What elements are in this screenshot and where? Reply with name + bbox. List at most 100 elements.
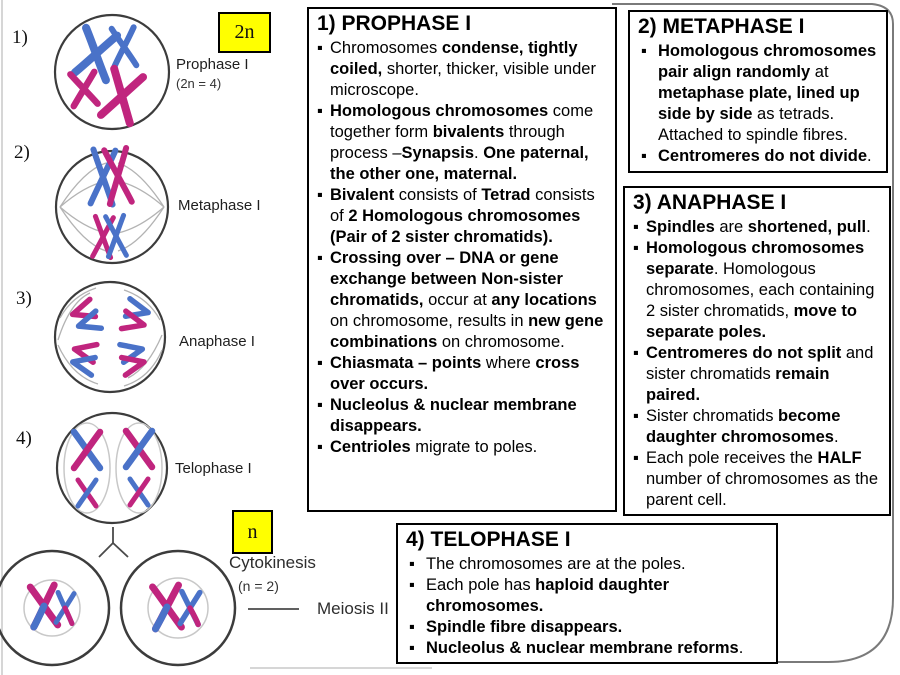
bullet-text: consists of: [330, 186, 595, 225]
bullet-text: migrate to poles.: [410, 438, 538, 456]
bullet-text: . Homologous chromosomes, each containin…: [646, 260, 875, 320]
tetrad-top: [87, 144, 135, 208]
prophase-bullets: Chromosomes condense, tightly coiled, sh…: [309, 38, 615, 458]
bullet-text-bold: Centromeres do not divide: [658, 147, 868, 165]
bullet-item: Centrioles migrate to poles.: [317, 437, 610, 458]
bullet-text-bold: Nucleolus & nuclear membrane disappears.: [330, 396, 577, 435]
bullet-item: Spindle fibre disappears.: [406, 617, 771, 638]
daughter-cell-right: [119, 549, 237, 667]
bullet-text-bold: Spindles: [646, 218, 715, 236]
metaphase-title: 2) METAPHASE I: [638, 15, 805, 38]
bullet-text: Each pole has: [426, 576, 536, 594]
telophase-label: Telophase I: [175, 460, 252, 477]
bullet-text: and sister chromatids: [646, 344, 874, 383]
chromosome-crossover: [122, 427, 156, 471]
telophase-cell: [55, 411, 169, 525]
bullet-text: where: [481, 354, 536, 372]
chromosome-crossover: [70, 428, 104, 472]
metaphase-cell: [54, 144, 170, 265]
bullet-text-bold: Crossing over – DNA or gene exchange bet…: [330, 249, 563, 309]
tetrad-bottom: [90, 212, 129, 261]
bullet-text-bold: remain paired.: [646, 365, 830, 404]
bullet-text-bold: bivalents: [432, 123, 505, 141]
bullet-text: are: [714, 218, 748, 236]
bullet-item: Each pole receives the HALF number of ch…: [633, 448, 884, 511]
bullet-item: Sister chromatids become daughter chromo…: [633, 406, 884, 448]
chromosome-pair-topleft: [69, 296, 105, 331]
anaphase-box: 3) ANAPHASE I Spindles are shortened, pu…: [623, 186, 891, 516]
bullet-item: Homologous chromosomes pair align random…: [638, 41, 881, 146]
bullet-item: Homologous chromosomes separate. Homolog…: [633, 238, 884, 343]
bullet-item: Nucleolus & nuclear membrane reforms.: [406, 638, 771, 659]
bullet-text-bold: haploid daughter chromosomes.: [426, 576, 670, 615]
bullet-item: The chromosomes are at the poles.: [406, 554, 771, 575]
bullet-text: number of chromosomes as the parent cell…: [646, 470, 879, 509]
bullet-item: Spindles are shortened, pull.: [633, 217, 884, 238]
chromosome-crossover: [75, 477, 99, 509]
prophase-cell: [53, 13, 171, 131]
chromosome-pair-topright: [118, 296, 151, 332]
bullet-text-bold: HALF: [817, 449, 862, 467]
cytokinesis-branch-arrow: [98, 527, 129, 558]
bullet-text-bold: Spindle fibre disappears.: [426, 618, 623, 636]
bullet-text-bold: metaphase plate, lined up side by side: [658, 84, 860, 123]
bullet-text: .: [866, 218, 871, 236]
bullet-text: .: [474, 144, 484, 162]
anaphase-label: Anaphase I: [179, 333, 255, 350]
telophase-bullets: The chromosomes are at the poles.Each po…: [398, 554, 776, 659]
bullet-item: Chiasmata – points where cross over occu…: [317, 353, 610, 395]
bullet-text-bold: Homologous chromosomes separate: [646, 239, 865, 278]
bullet-text: .: [867, 147, 872, 165]
bullet-item: Chromosomes condense, tightly coiled, sh…: [317, 38, 610, 101]
bullet-text: Chromosomes: [330, 39, 442, 57]
bullet-text-bold: become daughter chromosomes: [646, 407, 841, 446]
metaphase-label: Metaphase I: [178, 197, 261, 214]
bullet-text-bold: move to separate poles.: [646, 302, 857, 341]
bullet-text: occur at: [423, 291, 492, 309]
bullet-text-bold: new gene combinations: [330, 312, 604, 351]
bullet-item: Centromeres do not split and sister chro…: [633, 343, 884, 406]
bullet-text-bold: 2 Homologous chromosomes (Pair of 2 sist…: [330, 207, 581, 246]
daughter-nucleus-right: [115, 422, 163, 514]
telophase-title: 4) TELOPHASE I: [406, 528, 571, 551]
chromosome-magenta-large: [96, 64, 148, 128]
bullet-text-bold: Homologous chromosomes: [330, 102, 549, 120]
bullet-text-bold: Centromeres do not split: [646, 344, 842, 362]
bullet-text-bold: Centrioles: [330, 438, 411, 456]
bullet-item: Homologous chromosomes come together for…: [317, 101, 610, 185]
rounded-frame: [396, 3, 894, 663]
bullet-text: consists of: [394, 186, 482, 204]
bullet-item: Crossing over – DNA or gene exchange bet…: [317, 248, 610, 353]
bullet-text: shorter, thicker, visible under microsco…: [330, 60, 596, 99]
chromosome-crossover: [127, 476, 151, 508]
anaphase-bullets: Spindles are shortened, pull.Homologous …: [625, 217, 889, 511]
bullet-text-bold: any locations: [491, 291, 597, 309]
bullet-text-bold: One paternal, the other one, maternal.: [330, 144, 589, 183]
cytokinesis-label: Cytokinesis: [229, 553, 316, 572]
bullet-item: Nucleolus & nuclear membrane disappears.: [317, 395, 610, 437]
bullet-text: come together form: [330, 102, 594, 141]
anaphase-title: 3) ANAPHASE I: [633, 191, 787, 214]
bullet-text-bold: Synapsis: [401, 144, 475, 162]
prophase-box: 1) PROPHASE I Chromosomes condense, tigh…: [307, 7, 617, 512]
bullet-text-bold: Bivalent: [330, 186, 395, 204]
bullet-text: at: [810, 63, 829, 81]
anaphase-cell: [53, 280, 167, 394]
metaphase-bullets: Homologous chromosomes pair align random…: [630, 41, 886, 167]
daughter-cell-left: [0, 549, 111, 667]
bullet-text: as tetrads. Attached to spindle fibres.: [658, 105, 848, 144]
bullet-text-bold: cross over occurs.: [330, 354, 580, 393]
bullet-text: on chromosome.: [437, 333, 565, 351]
bullet-text: through process –: [330, 123, 565, 162]
bullet-item: Centromeres do not divide.: [638, 146, 881, 167]
bullet-text: on chromosome, results in: [330, 312, 529, 330]
bullet-text-bold: Homologous chromosomes pair align random…: [658, 42, 877, 81]
chromosome-pair-bottomleft: [69, 341, 100, 378]
bullet-text: .: [833, 428, 839, 446]
chromosome-pair-bottomright: [117, 341, 147, 378]
bullet-text-bold: shortened, pull: [747, 218, 867, 236]
chromosome-blue-small: [108, 24, 140, 70]
chromosome-magenta-small: [67, 68, 101, 110]
